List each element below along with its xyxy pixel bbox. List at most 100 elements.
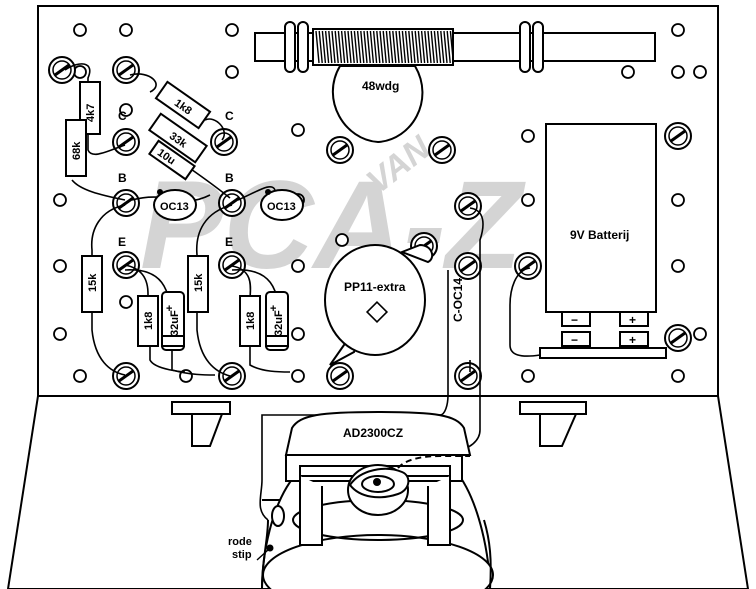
coil-turn [340, 30, 346, 64]
hole [693, 65, 707, 79]
coil-turn [353, 30, 359, 64]
coil-turn [401, 30, 407, 64]
resistor-1k8-b: 1k8 [239, 295, 261, 347]
screw-terminal [428, 136, 456, 164]
hole [521, 129, 535, 143]
resistor-15k-a-label: 15k [87, 273, 99, 292]
battery-plus-top: + [629, 313, 636, 327]
hole [671, 193, 685, 207]
resistor-1k8-a-label: 1k8 [143, 312, 155, 330]
battery-label: 9V Batterij [570, 228, 629, 242]
resistor-33k: 33k [147, 112, 209, 164]
hole [291, 259, 305, 273]
screw-terminals [48, 56, 692, 390]
coil-turn [366, 30, 371, 64]
hole [671, 23, 685, 37]
capacitor-32u-b-label: 32uF [273, 310, 285, 336]
transistor-oc13-a-label: OC13 [160, 201, 189, 213]
screw-terminal [112, 189, 140, 217]
pin-label-c2: C [225, 109, 234, 123]
screw-terminal [454, 362, 482, 390]
transistors: OC13 OC13 C C B B E E C-OC14 [118, 109, 465, 322]
coil-holder [331, 65, 424, 144]
earphone-top [284, 410, 472, 456]
hole [693, 327, 707, 341]
transistor-oc13-a: OC13 [153, 189, 197, 221]
crystal-body [324, 244, 426, 356]
coil-turn [414, 30, 419, 64]
coil-turn [382, 30, 387, 64]
resistor-1k8-a: 1k8 [137, 295, 159, 347]
wire-1k8b-bottom [249, 345, 291, 373]
resistor-68k: 68k [65, 119, 87, 177]
coil-turn [408, 30, 413, 64]
coil-turn [449, 30, 455, 64]
capacitor-32u-a-plus: + [166, 303, 172, 315]
coil-turn [347, 30, 352, 64]
earphone-label: AD2300CZ [343, 426, 403, 440]
resistor-4k7-label: 4k7 [85, 104, 97, 122]
hole [53, 193, 67, 207]
hole [119, 295, 133, 309]
transistor-oc13-b: OC13 [260, 189, 304, 221]
battery-terminal-minus-top [561, 311, 591, 327]
screw-terminal [112, 56, 140, 84]
hole [621, 65, 635, 79]
hole [73, 369, 87, 383]
coil-label: 48wdg [362, 79, 399, 93]
coil-turn [376, 30, 381, 64]
battery-minus-top: − [571, 313, 578, 327]
coil-turn [328, 30, 333, 64]
wire-oc13b [237, 185, 276, 201]
coil-turn [411, 30, 416, 64]
screw-terminal [218, 251, 246, 279]
hole [225, 65, 239, 79]
battery-clip-plus [619, 331, 649, 347]
battery-clip-minus [561, 331, 591, 347]
resistor-1k8-b-label: 1k8 [245, 312, 257, 330]
coil-turn [337, 30, 343, 64]
battery-body [545, 123, 657, 313]
coil-turn [392, 30, 397, 64]
resistors: 1k8 4k7 68k 33k 15k 15k 1k8 1k8 [65, 80, 261, 347]
battery-9v: 9V Batterij − + − + [539, 123, 667, 359]
battery-minus-clip: − [571, 333, 578, 347]
coil-turn [398, 30, 403, 64]
wire-68k [71, 179, 126, 201]
bracket-left [171, 401, 231, 415]
bracket-right [519, 401, 587, 415]
hole [521, 369, 535, 383]
coil-turn [395, 30, 400, 64]
battery-terminal-plus-top [619, 311, 649, 327]
coil-turn [436, 30, 442, 64]
coil-turn [318, 30, 323, 64]
resistor-68k-label: 68k [71, 141, 83, 160]
screw-terminal [218, 362, 246, 390]
screw-terminal [218, 189, 246, 217]
battery-clip-bar [539, 347, 667, 359]
coil-turn [417, 30, 423, 64]
bracket-right-foot [539, 413, 578, 447]
hole [335, 233, 349, 247]
coil-turn [369, 30, 375, 64]
screw-terminal [454, 192, 482, 220]
chassis [6, 5, 750, 589]
capacitor-32u-b-plus: + [270, 303, 276, 315]
hole [291, 327, 305, 341]
red-dot [266, 544, 274, 552]
capacitor-32u-a: 32uF + [161, 291, 185, 351]
screw-terminal [326, 136, 354, 164]
screw-terminal [48, 56, 76, 84]
coil-turn [360, 30, 365, 64]
coil-winding [315, 30, 455, 64]
coil-turn [424, 30, 429, 64]
screw-terminal [664, 122, 692, 150]
crystal-pp11: PP11-extra [324, 243, 434, 366]
pin-label-c1: C [118, 109, 127, 123]
coil-turn [430, 30, 435, 64]
wire-battery [509, 267, 541, 357]
bracket-left-foot [191, 413, 224, 447]
red-dot-label-2: stip [232, 549, 252, 561]
coil-rings [284, 21, 544, 73]
